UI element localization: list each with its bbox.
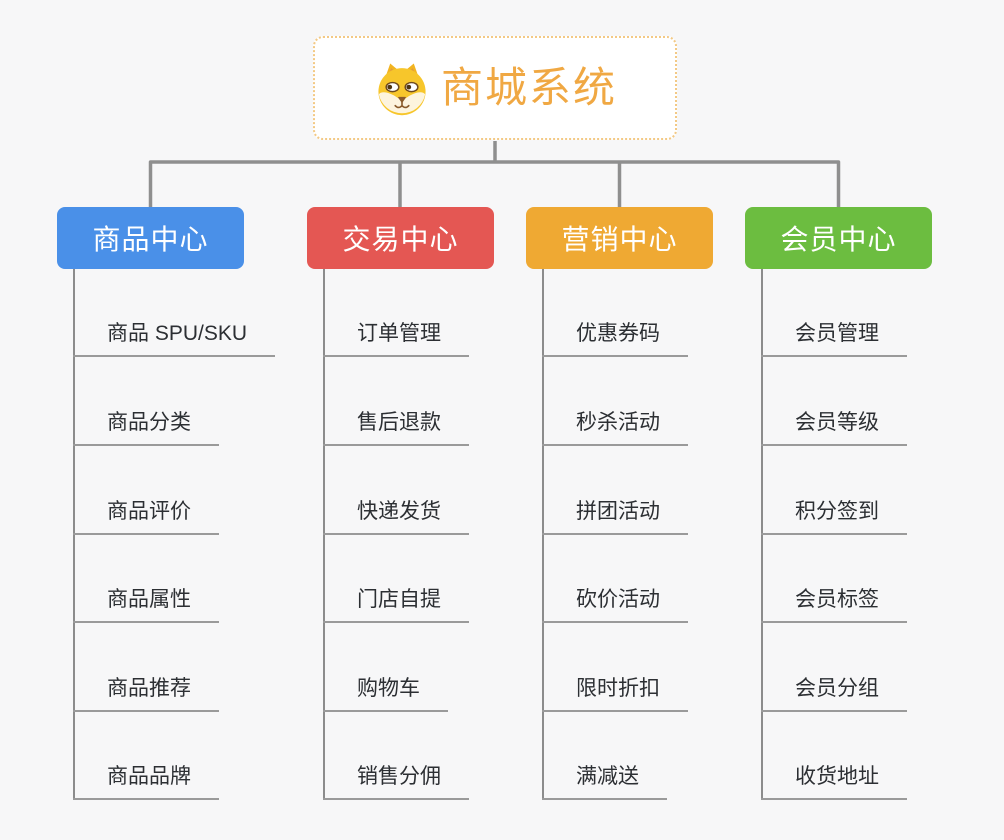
leaf-item[interactable]: 商品评价 [73, 497, 219, 535]
branch-node[interactable]: 商品中心 [57, 207, 244, 269]
leaf-item[interactable]: 订单管理 [323, 319, 469, 357]
leaf-item[interactable]: 收货地址 [761, 762, 907, 800]
branch-node[interactable]: 交易中心 [307, 207, 494, 269]
leaf-item[interactable]: 商品推荐 [73, 674, 219, 712]
leaf-item[interactable]: 拼团活动 [542, 497, 688, 535]
root-node[interactable]: 商城系统 [313, 36, 677, 140]
leaf-item[interactable]: 满减送 [542, 762, 667, 800]
leaf-item[interactable]: 商品属性 [73, 585, 219, 623]
root-title: 商城系统 [440, 64, 617, 111]
leaf-item[interactable]: 积分签到 [761, 497, 907, 535]
leaf-item[interactable]: 购物车 [323, 674, 448, 712]
leaf-item[interactable]: 限时折扣 [542, 674, 688, 712]
branch-node[interactable]: 营销中心 [526, 207, 713, 269]
leaf-item[interactable]: 会员等级 [761, 408, 907, 446]
leaf-item[interactable]: 售后退款 [323, 408, 469, 446]
leaf-item[interactable]: 商品品牌 [73, 762, 219, 800]
leaf-item[interactable]: 门店自提 [323, 585, 469, 623]
leaf-item[interactable]: 会员分组 [761, 674, 907, 712]
branch-node[interactable]: 会员中心 [745, 207, 932, 269]
leaf-item[interactable]: 优惠券码 [542, 319, 688, 357]
leaf-item[interactable]: 会员管理 [761, 319, 907, 357]
leaf-item[interactable]: 商品 SPU/SKU [73, 319, 276, 357]
leaf-item[interactable]: 秒杀活动 [542, 408, 688, 446]
leaf-item[interactable]: 商品分类 [73, 408, 219, 446]
leaf-item[interactable]: 销售分佣 [323, 762, 469, 800]
leaf-item[interactable]: 砍价活动 [542, 585, 688, 623]
leaf-item[interactable]: 快递发货 [323, 497, 469, 535]
leaf-item[interactable]: 会员标签 [761, 585, 907, 623]
dog-face-icon [378, 63, 426, 116]
